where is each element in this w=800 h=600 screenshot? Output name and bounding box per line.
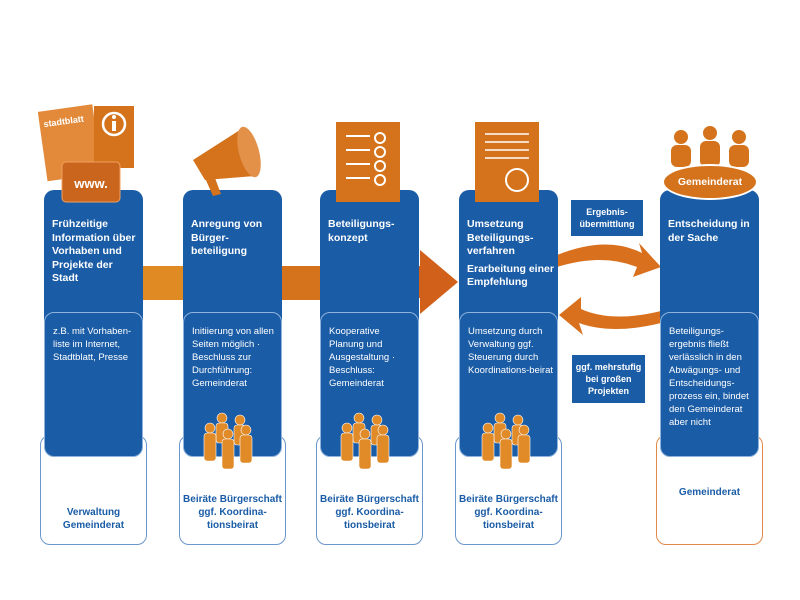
step-title-line: Erarbeitung einer Empfehlung [467, 262, 554, 289]
step-box: Entscheidung in der Sache Beteiligungs-e… [660, 190, 759, 457]
step-detail: Kooperative Planung und Ausgestaltung · … [329, 326, 396, 389]
step-detail: Beteiligungs-ergebnis fließt verlässlich… [669, 326, 749, 428]
document-thumb-icon [475, 122, 539, 202]
step-detail-box: Kooperative Planung und Ausgestaltung · … [320, 312, 419, 457]
feedback-arrows-icon [557, 243, 661, 335]
step-detail-box: z.B. mit Vorhaben-liste im Internet, Sta… [44, 312, 143, 457]
connector-bar-1 [143, 266, 183, 300]
step-detail: Initiierung von allen Seiten möglich · B… [192, 326, 274, 389]
actors-text: Beiräte Bürgerschaft ggf. Koordina-tions… [183, 494, 282, 531]
step-detail: z.B. mit Vorhaben-liste im Internet, Sta… [53, 326, 132, 363]
megaphone-icon [193, 126, 261, 196]
council-people-icon [671, 126, 749, 167]
actors-text: Beiräte Bürgerschaft ggf. Koordina-tions… [459, 494, 558, 531]
actors-text: Verwaltung Gemeinderat [62, 507, 125, 531]
step-title-line: Umsetzung Beteiligungs-verfahren [467, 218, 534, 257]
connector-bar-2 [282, 266, 320, 300]
people-group-icon [203, 412, 253, 470]
step-title: Beteiligungs-konzept [328, 218, 395, 244]
arrow-right-icon [408, 250, 458, 314]
svg-text:www.: www. [73, 176, 107, 191]
people-group-icon [481, 412, 531, 470]
step-title: Entscheidung in der Sache [668, 218, 750, 244]
actors-text: Beiräte Bürgerschaft ggf. Koordina-tions… [320, 494, 419, 531]
step-detail-box: Beteiligungs-ergebnis fließt verlässlich… [660, 312, 759, 457]
badge-text: Gemeinderat [677, 176, 743, 188]
step-box: Beteiligungs-konzept Kooperative Planung… [320, 190, 419, 457]
label-text: Ergebnis-übermittlung [579, 207, 635, 229]
checklist-icon [336, 122, 400, 202]
label-text: ggf. mehrstufig bei großen Projekten [575, 362, 642, 396]
step-title: Anregung von Bürger-beteiligung [191, 218, 263, 257]
result-transfer-label: Ergebnis-übermittlung [571, 200, 643, 236]
actors-text: Gemeinderat [678, 487, 741, 498]
newspaper-www-icon: stadtblatt www. [38, 104, 134, 203]
people-group-icon [340, 412, 390, 470]
step-title: Frühzeitige Information über Vorhaben un… [52, 218, 136, 284]
step-box: Frühzeitige Information über Vorhaben un… [44, 190, 143, 457]
multistage-label: ggf. mehrstufig bei großen Projekten [572, 355, 645, 403]
step-box: Anregung von Bürger-beteiligung Initiier… [183, 190, 282, 457]
step-detail: Umsetzung durch Verwaltung ggf. Steuerun… [468, 326, 554, 376]
council-badge: Gemeinderat [662, 164, 758, 200]
